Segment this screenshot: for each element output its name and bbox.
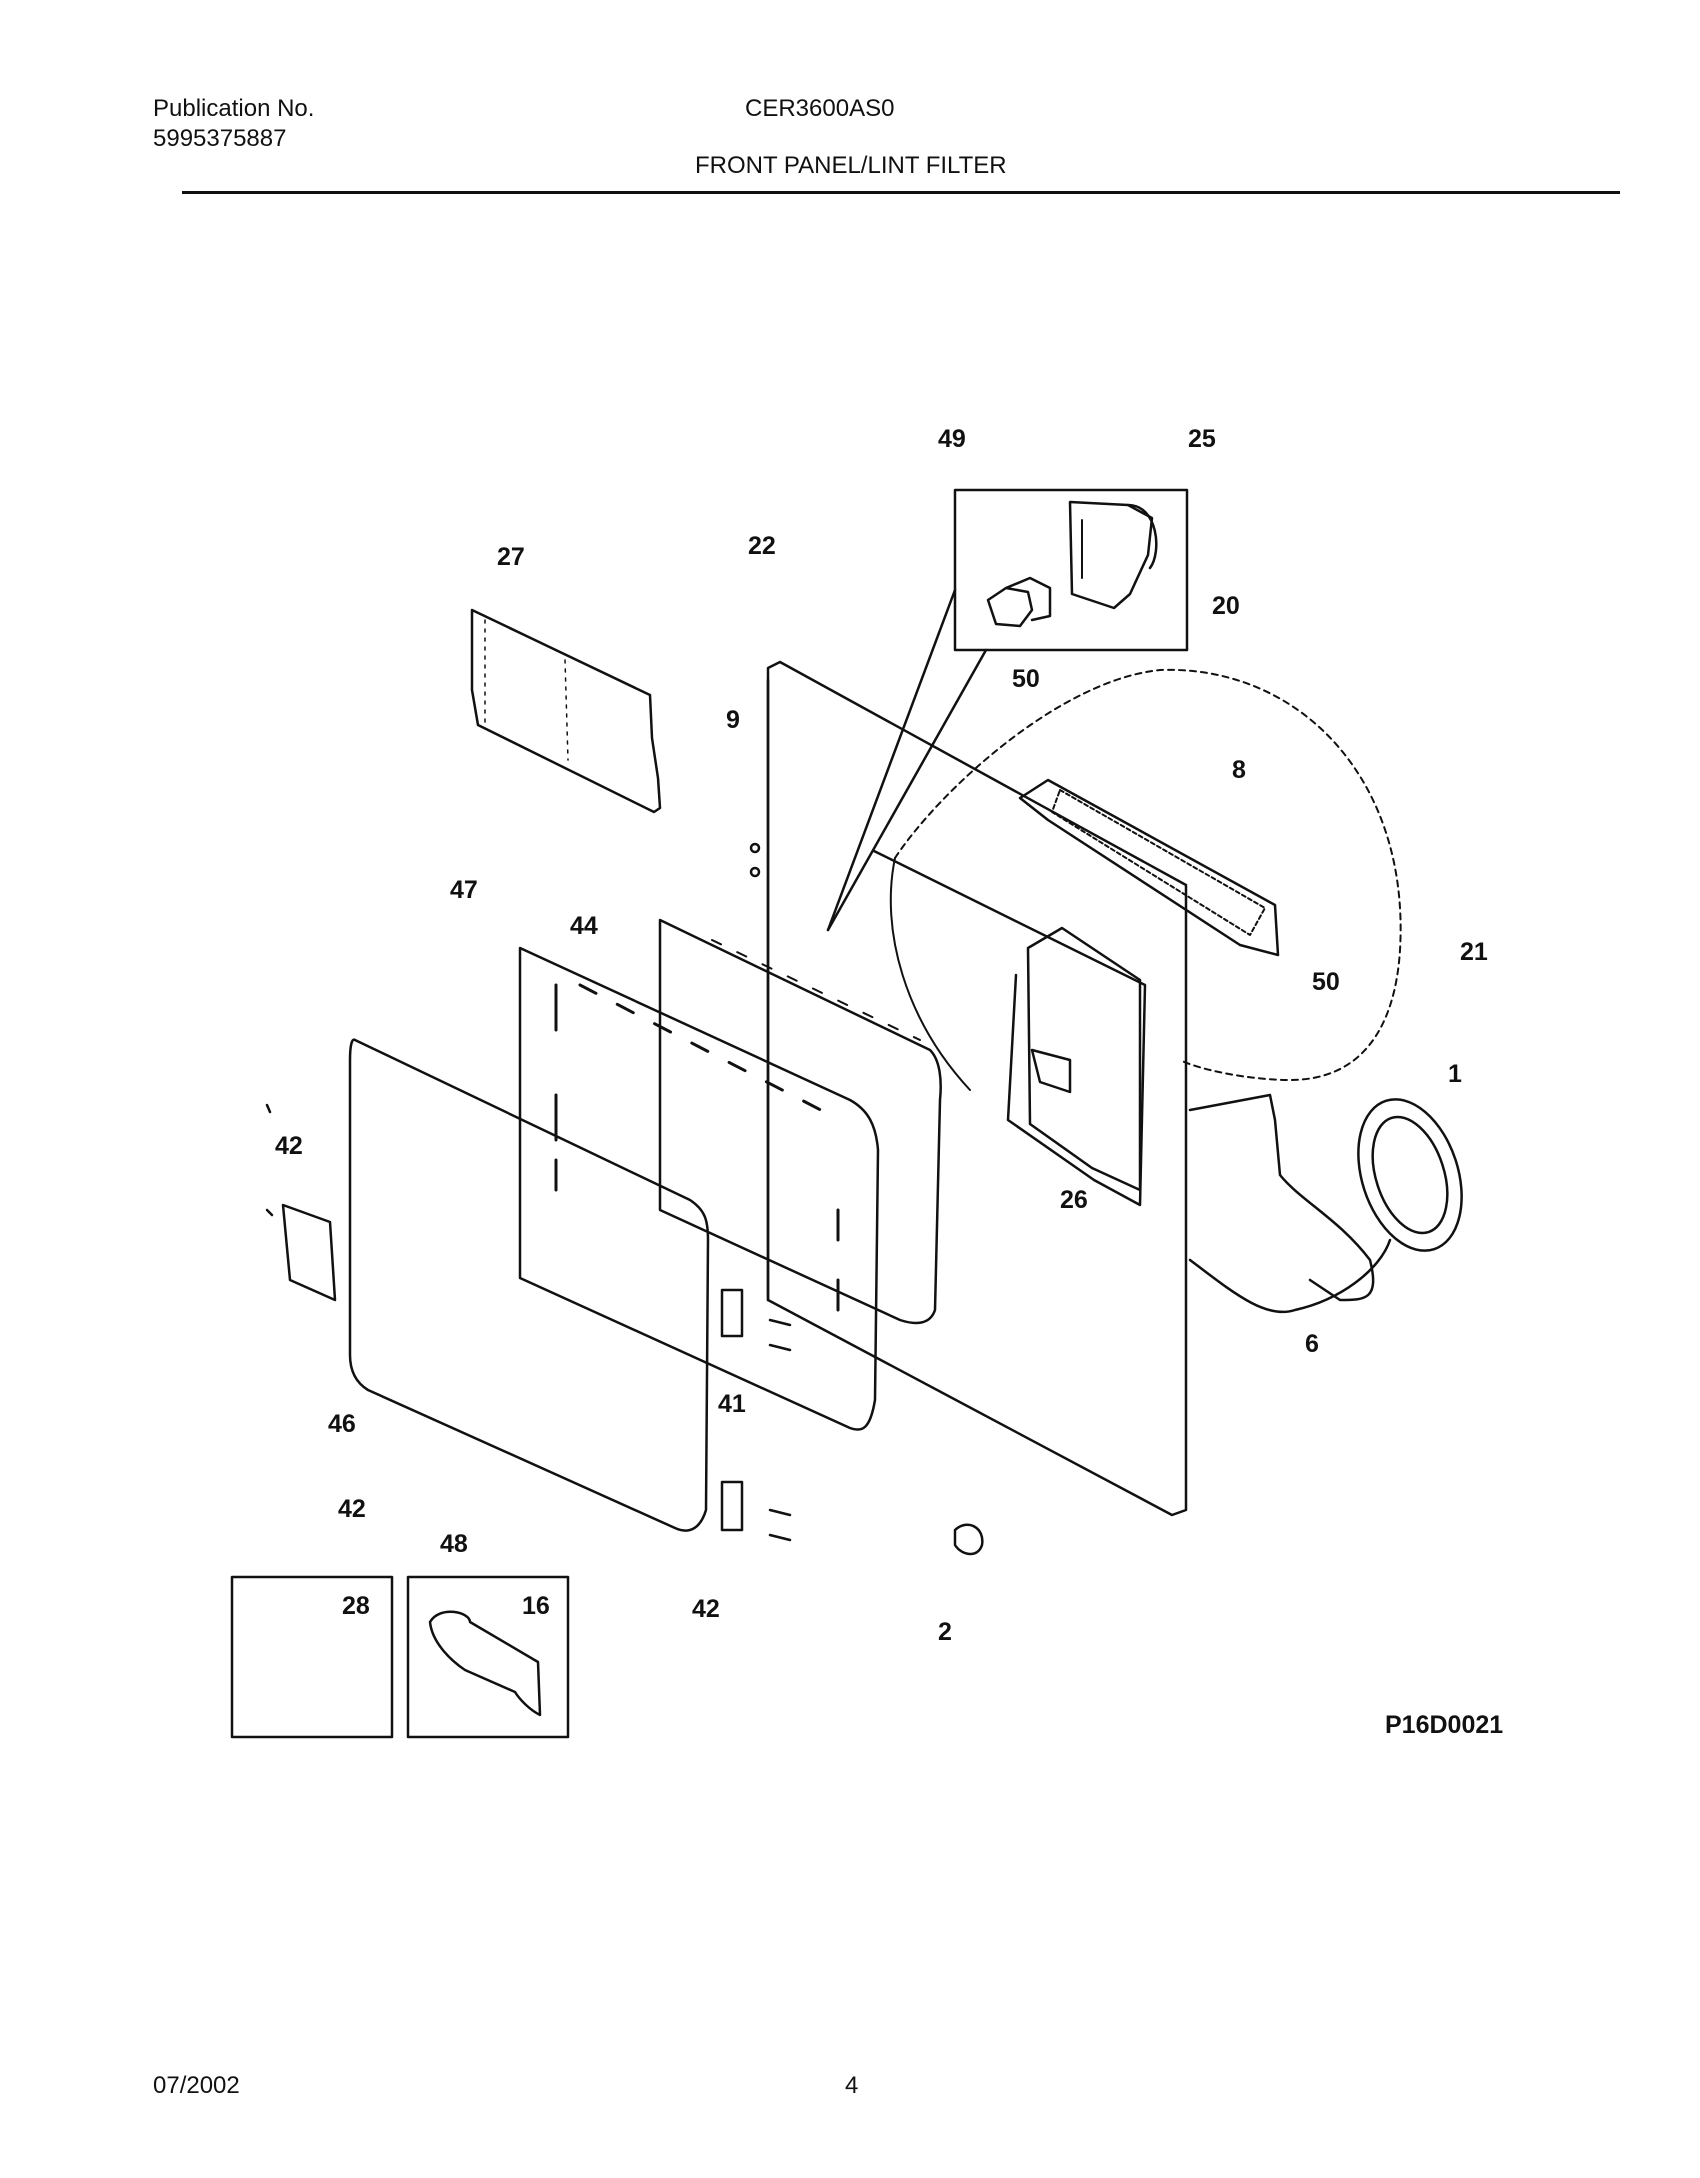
part-8-lint-duct — [1018, 778, 1280, 957]
callout-8: 8 — [1232, 756, 1246, 784]
part-44-door-inner — [658, 918, 942, 1325]
part-6-blower-duct — [1188, 1093, 1392, 1314]
inset-28 — [230, 1575, 394, 1739]
callout-6: 6 — [1305, 1330, 1319, 1358]
part-42-bracket — [265, 1103, 337, 1302]
inset-49-25 — [826, 488, 1189, 932]
callout-50: 50 — [1312, 968, 1340, 996]
callout-50: 50 — [1012, 665, 1040, 693]
part-2-knob — [953, 1523, 984, 1556]
part-46-outer-door — [348, 1038, 710, 1532]
page-number: 4 — [845, 2072, 859, 2099]
callout-1: 1 — [1448, 1060, 1462, 1088]
callout-49: 49 — [938, 425, 966, 453]
callout-26: 26 — [1060, 1186, 1088, 1214]
callout-27: 27 — [497, 543, 525, 571]
footer-date: 07/2002 — [153, 2072, 240, 2099]
part-47-door-liner — [518, 946, 880, 1431]
callout-28: 28 — [342, 1592, 370, 1620]
model-number: CER3600AS0 — [745, 95, 895, 122]
callout-42: 42 — [692, 1595, 720, 1623]
drawing-code: P16D0021 — [1385, 1711, 1504, 1739]
callout-42: 42 — [338, 1495, 366, 1523]
callout-44: 44 — [570, 912, 598, 940]
callout-9: 9 — [726, 706, 740, 734]
callout-47: 47 — [450, 876, 478, 904]
part-1-duct-ring — [1357, 1098, 1463, 1252]
header-rule — [182, 191, 1620, 194]
part-9-front-panel — [749, 660, 1188, 1517]
callout-22: 22 — [748, 532, 776, 560]
callout-21: 21 — [1460, 938, 1488, 966]
part-41-hinge — [720, 1288, 792, 1542]
callout-25: 25 — [1188, 425, 1216, 453]
callout-48: 48 — [440, 1530, 468, 1558]
publication-number: 5995375887 — [153, 125, 287, 152]
callout-46: 46 — [328, 1410, 356, 1438]
inset-16 — [406, 1575, 570, 1739]
callout-42: 42 — [275, 1132, 303, 1160]
callout-2: 2 — [938, 1618, 952, 1646]
callout-16: 16 — [522, 1592, 550, 1620]
callout-41: 41 — [718, 1390, 746, 1418]
part-21-drum-seal — [889, 668, 1402, 1091]
publication-label: Publication No. — [153, 95, 315, 122]
part-27-lint-screen — [470, 608, 662, 814]
callout-20: 20 — [1212, 592, 1240, 620]
section-title: FRONT PANEL/LINT FILTER — [695, 152, 1007, 179]
